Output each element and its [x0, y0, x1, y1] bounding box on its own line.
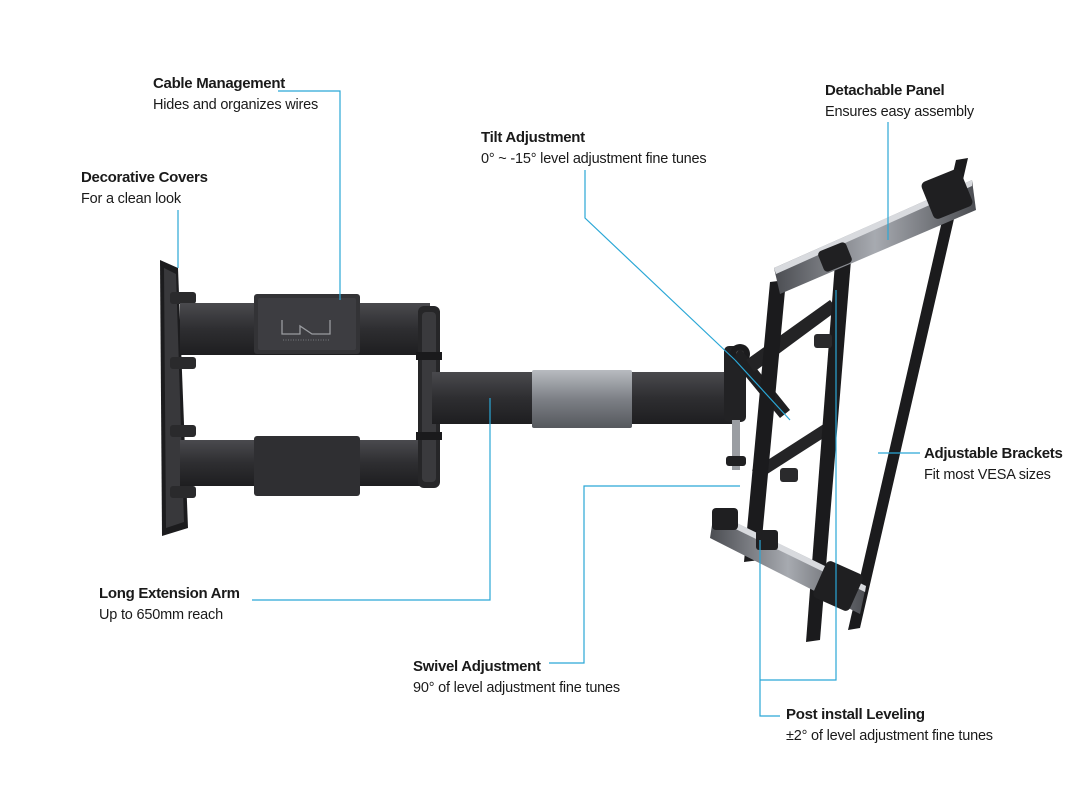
callout-adjustable-brackets: Adjustable Brackets Fit most VESA sizes [924, 444, 1063, 485]
callout-title: Post install Leveling [786, 706, 925, 723]
leader-swivel-adjustment [549, 485, 740, 664]
extension-arm [432, 346, 746, 428]
leader-cable-management [278, 90, 341, 300]
callout-desc: Fit most VESA sizes [924, 467, 1051, 483]
callout-desc: ±2° of level adjustment fine tunes [786, 728, 993, 744]
leader-lines [177, 90, 920, 717]
callout-title: Decorative Covers [81, 169, 208, 186]
leader-tilt-to-bracket [734, 359, 791, 421]
wall-plate [160, 260, 196, 536]
callout-desc: 90° of level adjustment fine tunes [413, 680, 620, 696]
callout-desc: Hides and organizes wires [153, 97, 319, 113]
callout-title: Detachable Panel [825, 82, 945, 99]
callout-title: Adjustable Brackets [924, 445, 1063, 462]
leader-post-install-leveling [759, 540, 780, 717]
callout-decorative-covers: Decorative Covers For a clean look [81, 168, 208, 209]
callout-long-extension-arm: Long Extension Arm Up to 650mm reach [99, 584, 240, 625]
callout-desc: Up to 650mm reach [99, 607, 223, 623]
callout-desc: For a clean look [81, 191, 181, 207]
callout-cable-management: Cable Management Hides and organizes wir… [153, 74, 318, 115]
tv-brackets [710, 158, 976, 642]
leader-long-extension-arm [252, 398, 491, 601]
leader-tilt-adjustment [584, 170, 736, 361]
callout-desc: 0° ~ -15° level adjustment fine tunes [481, 151, 707, 167]
lower-arm [180, 436, 430, 496]
callout-detachable-panel: Detachable Panel Ensures easy assembly [825, 81, 974, 122]
leader-post-install-leveling-2 [760, 290, 837, 681]
callout-post-install-leveling: Post install Leveling ±2° of level adjus… [786, 705, 993, 746]
callout-desc: Ensures easy assembly [825, 104, 974, 120]
elbow-joint [416, 306, 442, 488]
callout-title: Tilt Adjustment [481, 129, 585, 146]
callout-title: Long Extension Arm [99, 585, 240, 602]
callout-title: Cable Management [153, 75, 285, 92]
upper-arm [180, 294, 430, 355]
callout-tilt-adjustment: Tilt Adjustment 0° ~ -15° level adjustme… [481, 128, 707, 169]
callout-swivel-adjustment: Swivel Adjustment 90° of level adjustmen… [413, 657, 620, 698]
callout-title: Swivel Adjustment [413, 658, 541, 675]
